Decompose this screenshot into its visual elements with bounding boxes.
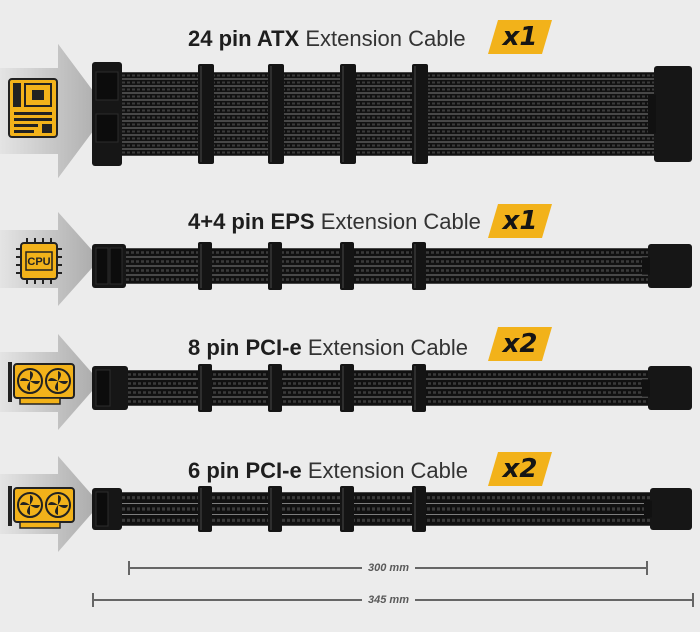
connector-latch: [95, 491, 109, 527]
cable-pin-label: 4+4 pin EPS: [188, 209, 315, 234]
connector-latch: [644, 500, 652, 518]
connector-latch: [95, 247, 109, 285]
dimension-label: 300 mm: [362, 561, 415, 575]
cable-comb-highlight: [270, 66, 272, 162]
cable-comb-highlight: [342, 488, 344, 530]
gpu-icon: [6, 360, 76, 406]
cable-comb-highlight: [270, 488, 272, 530]
cable-type-label: Extension Cable: [307, 458, 469, 483]
connector-latch: [109, 247, 123, 285]
connector-latch: [95, 113, 119, 143]
cable-type-label: Extension Cable: [320, 209, 481, 234]
motherboard-icon: [8, 78, 58, 138]
quantity-label: x1: [502, 22, 538, 52]
cable-comb-highlight: [414, 366, 416, 410]
dimension-label: 345 mm: [362, 593, 415, 607]
cable-pin-label: 8 pin PCI-e: [188, 335, 302, 360]
right-connector: [654, 66, 692, 162]
connector-latch: [642, 379, 650, 397]
gpu-icon: [6, 484, 76, 530]
quantity-badge: x2: [488, 327, 552, 361]
right-connector: [650, 488, 692, 530]
cable-pin-label: 6 pin PCI-e: [188, 458, 302, 483]
quantity-badge: x1: [488, 20, 552, 54]
cable-title: 4+4 pin EPS Extension Cable: [188, 211, 481, 233]
cable-24pin: [92, 58, 692, 170]
cable-type-label: Extension Cable: [305, 26, 466, 51]
right-connector: [648, 244, 692, 288]
cable-comb-highlight: [200, 244, 202, 288]
cable-comb-highlight: [200, 488, 202, 530]
quantity-label: x2: [502, 454, 538, 484]
cable-pin-label: 24 pin ATX: [188, 26, 300, 51]
cable-comb-highlight: [270, 244, 272, 288]
cable-pcie6: [92, 484, 692, 534]
cable-comb-highlight: [342, 244, 344, 288]
cable-comb-highlight: [414, 488, 416, 530]
dimension-300mm: 300 mm: [128, 560, 648, 576]
quantity-label: x2: [502, 329, 538, 359]
quantity-label: x1: [502, 206, 538, 236]
cable-title: 24 pin ATX Extension Cable: [188, 28, 466, 50]
cable-comb-highlight: [342, 366, 344, 410]
cable-title: 6 pin PCI-e Extension Cable: [188, 460, 468, 482]
cable-comb-highlight: [342, 66, 344, 162]
cable-title: 8 pin PCI-e Extension Cable: [188, 337, 468, 359]
connector-latch: [648, 94, 656, 134]
cable-comb-highlight: [200, 66, 202, 162]
quantity-badge: x2: [488, 452, 552, 486]
cable-comb-highlight: [200, 366, 202, 410]
quantity-badge: x1: [488, 204, 552, 238]
cable-pcie8: [92, 362, 692, 414]
cpu-icon-label: CPU: [27, 256, 50, 268]
connector-latch: [642, 257, 650, 275]
cable-comb-highlight: [414, 244, 416, 288]
cpu-icon: CPU: [14, 236, 64, 286]
connector-latch: [95, 71, 119, 101]
right-connector: [648, 366, 692, 410]
connector-latch: [95, 369, 111, 407]
cable-comb-highlight: [414, 66, 416, 162]
dimension-345mm: 345 mm: [92, 592, 694, 608]
cable-comb-highlight: [270, 366, 272, 410]
cable-eps: [92, 240, 692, 292]
cable-type-label: Extension Cable: [307, 335, 469, 360]
